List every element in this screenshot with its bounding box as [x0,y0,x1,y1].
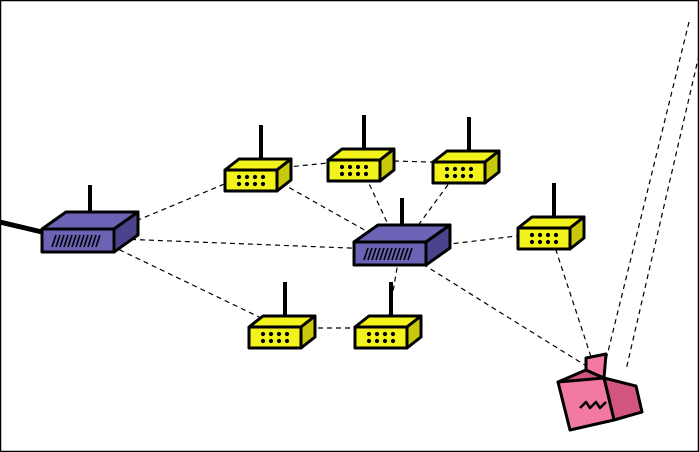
led-dot [537,239,543,245]
led-dots-icon [529,232,559,245]
wired-uplink-cable [0,219,45,235]
led-dot [452,173,458,179]
mesh-link [399,231,551,251]
node-front-face [223,168,279,193]
router-vents-icon [363,247,413,261]
client-device[interactable] [556,352,644,432]
led-dot [529,239,535,245]
mesh-node-icon[interactable] [223,125,293,193]
mesh-nodes [223,115,586,350]
led-dot [444,166,450,172]
mesh-link [399,249,597,373]
gateway-router-center[interactable] [352,198,452,267]
led-dot [390,338,396,344]
led-dots-icon [339,164,369,177]
mesh-node-icon[interactable] [431,117,501,185]
led-dot [468,173,474,179]
led-dot [260,181,266,187]
led-dot [244,174,250,180]
led-dot [268,338,274,344]
led-dot [260,338,266,344]
led-dot [284,338,290,344]
mesh-node-icon[interactable] [326,115,396,183]
led-dot [374,331,380,337]
led-dot [252,181,258,187]
led-dot [390,331,396,337]
mesh-link [549,231,597,373]
led-dot [276,338,282,344]
led-dot [553,239,559,245]
led-dot [382,338,388,344]
led-dot [260,174,266,180]
led-dots-icon [260,331,290,344]
node-front-face [326,158,382,183]
mesh-node-icon[interactable] [353,282,423,350]
led-dot [537,232,543,238]
mesh-link [94,237,283,329]
led-dot [252,174,258,180]
node-front-face [431,160,487,185]
led-dots-icon [366,331,396,344]
mesh-node-icon[interactable] [516,183,586,251]
led-dot [268,331,274,337]
led-dot [284,331,290,337]
led-dot [363,164,369,170]
led-dot [236,181,242,187]
led-dot [452,166,458,172]
led-dots-icon [444,166,474,179]
led-dot [339,171,345,177]
mesh-link [94,237,401,251]
led-dots-icon [236,174,266,187]
client-screen-flap [584,352,608,380]
gateway-router-left[interactable] [40,185,140,254]
mesh-node-icon[interactable] [247,282,317,350]
node-front-face [247,325,303,350]
led-dot [236,174,242,180]
led-dot [553,232,559,238]
led-dot [382,331,388,337]
led-dot [444,173,450,179]
led-dot [460,166,466,172]
led-dot [374,338,380,344]
led-dot [355,171,361,177]
led-dot [355,164,361,170]
led-dot [276,331,282,337]
router-vents-icon [51,234,101,248]
led-dot [529,232,535,238]
led-dot [347,164,353,170]
led-dot [244,181,250,187]
node-front-face [516,226,572,251]
node-front-face [353,325,409,350]
led-dot [363,171,369,177]
led-dot [260,331,266,337]
led-dot [545,232,551,238]
led-dot [460,173,466,179]
led-dot [468,166,474,172]
led-dot [366,331,372,337]
led-dot [366,338,372,344]
led-dot [339,164,345,170]
led-dot [347,171,353,177]
wave-icon [579,400,607,410]
led-dot [545,239,551,245]
